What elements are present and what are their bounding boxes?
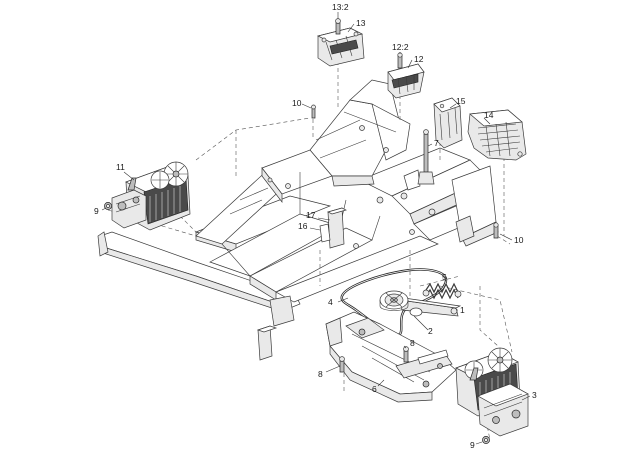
callout-13-2: 13:2 [332,2,349,12]
callout-8-lower: 8 [318,369,323,379]
part-14-shield [467,109,527,161]
callout-labels: 13:2 13 12:2 12 10 15 14 7 11 9 17 16 10… [94,2,537,450]
part-8-bolt-lower [339,356,345,373]
callout-11: 11 [116,162,125,172]
part-13-bracket [316,27,365,67]
callout-15: 15 [456,96,466,106]
part-1-idler-arm [398,297,462,317]
callout-16: 16 [298,221,308,231]
part-9-bolt-left [104,202,112,210]
callout-3: 3 [532,390,537,400]
callout-6: 6 [372,384,377,394]
callout-13: 13 [356,18,366,28]
leader-lines [101,12,531,445]
callout-8-upper: 8 [410,338,415,348]
part-3-hydro-pump-right [455,347,529,437]
callout-17: 17 [306,210,316,220]
part-5-spring [422,282,462,300]
part-9-bolt-bottom [482,436,490,444]
callout-1: 1 [460,305,465,315]
callout-7: 7 [434,138,439,148]
part-12-bracket [387,63,425,99]
part-7-shaft [417,129,435,185]
callout-12: 12 [414,54,424,64]
part-10-bolt-right [493,222,499,239]
part-8-bolt-upper [403,346,409,363]
part-2-pulley [379,290,423,317]
part-16-bracket [319,223,331,243]
part-17-bracket [327,207,347,249]
callout-4: 4 [328,297,333,307]
callout-9-left: 9 [94,206,99,216]
callout-9-bottom: 9 [470,440,475,450]
part-12-2-bolt [397,52,403,69]
main-frame [97,79,499,361]
part-6-front-bracket [325,311,457,403]
callout-10-right: 10 [514,235,524,245]
callout-5: 5 [442,272,447,282]
callout-12-2: 12:2 [392,42,409,52]
part-15-plate [433,97,463,149]
callout-10-top: 10 [292,98,302,108]
part-13-2-bolt [335,18,341,35]
part-11-hydro-pump-left [111,161,191,231]
callout-14: 14 [484,110,494,120]
callout-2: 2 [428,326,433,336]
part-10-bolt-top [311,104,316,119]
